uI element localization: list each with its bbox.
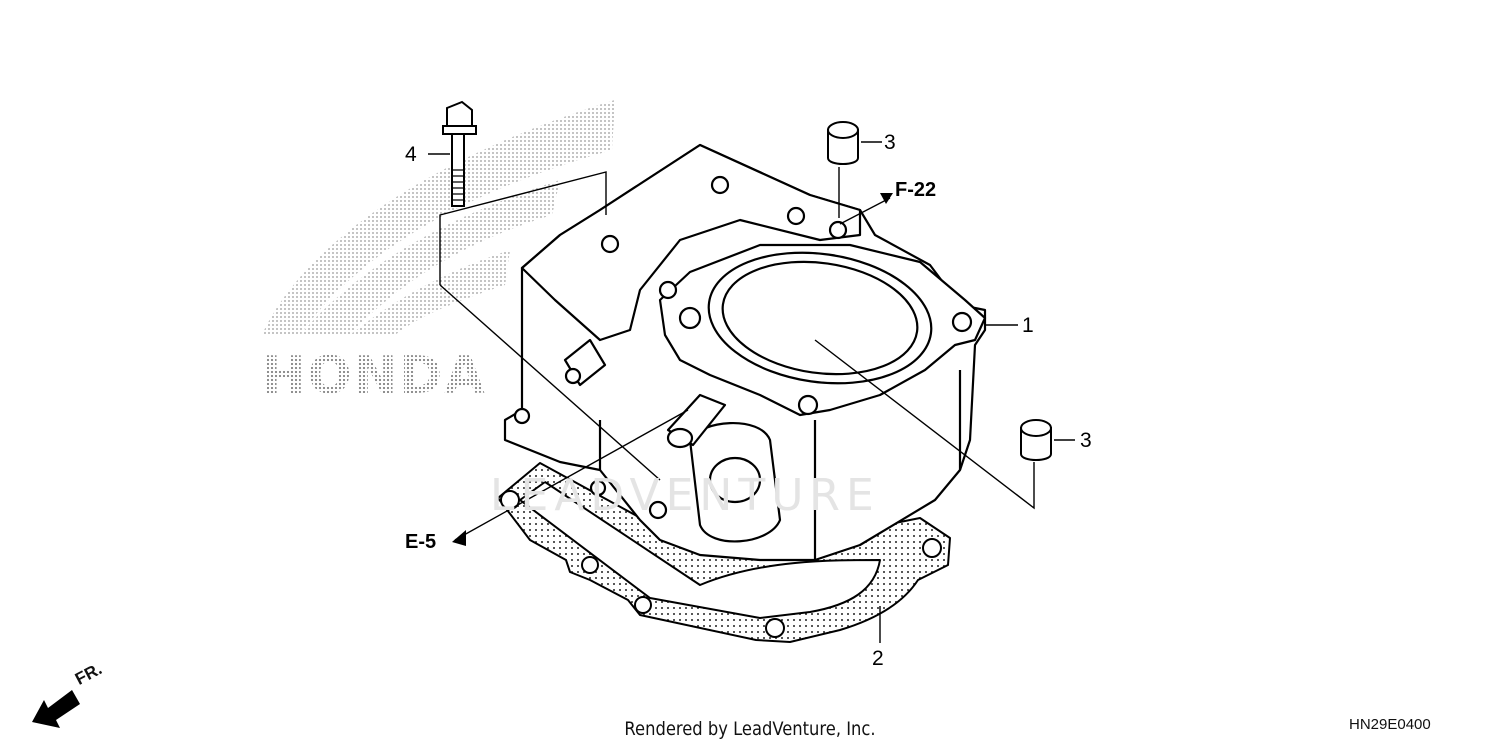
- callout-bolt: 4: [405, 143, 417, 166]
- footer-credit: Rendered by LeadVenture, Inc.: [624, 718, 876, 740]
- callout-cylinder: 1: [1022, 314, 1034, 337]
- diagram-code: HN29E0400: [1349, 716, 1431, 733]
- leader-lines: [428, 141, 1075, 643]
- dowel-pin-top: [827, 121, 859, 165]
- leadventure-watermark: LEADVENTURE: [490, 470, 880, 521]
- front-direction-arrow-icon: [32, 690, 80, 728]
- callout-dowel-right: 3: [1080, 429, 1092, 452]
- callout-dowel-top: 3: [884, 131, 896, 154]
- cylinder-block: [503, 143, 987, 562]
- callout-gasket: 2: [872, 647, 884, 670]
- honda-wing-watermark: [262, 100, 615, 335]
- reference-e5: E-5: [405, 531, 437, 553]
- e5-arrow-icon: [452, 530, 466, 546]
- dowel-pin-right: [1020, 419, 1052, 461]
- cylinder-bolt: [442, 100, 477, 207]
- reference-f22: F-22: [895, 179, 937, 201]
- honda-logo-watermark: HONDA: [262, 346, 487, 406]
- f22-arrow-icon: [880, 193, 893, 204]
